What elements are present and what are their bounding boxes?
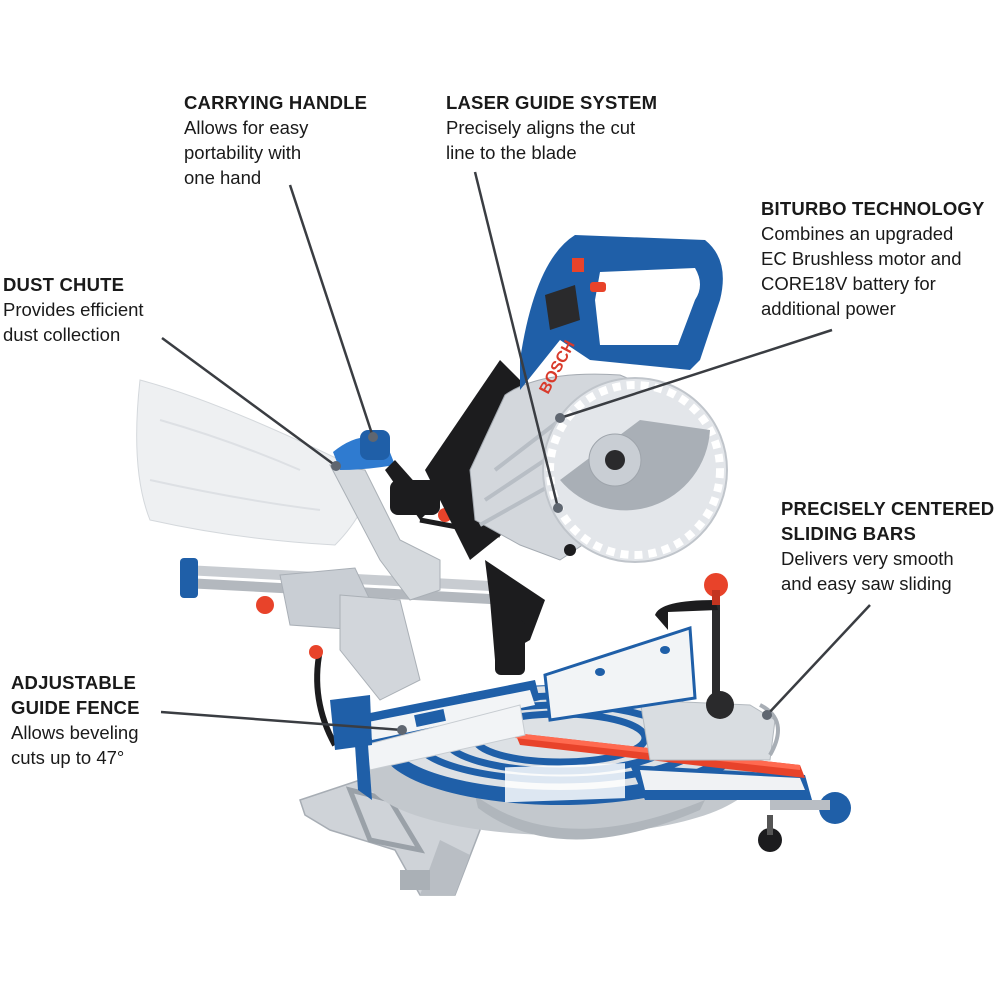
callout-title: LASER GUIDE SYSTEM [446, 92, 658, 113]
callout-description: Precisely aligns the cut line to the bla… [446, 117, 636, 163]
callout-title: CARRYING HANDLE [184, 92, 368, 113]
leader-line-sliding-bars [766, 604, 871, 716]
callout-description: Allows beveling cuts up to 47° [11, 722, 139, 768]
callout-title: ADJUSTABLE GUIDE FENCE [11, 672, 140, 718]
callout-laser-guide-system: LASER GUIDE SYSTEM Precisely aligns the … [446, 90, 657, 165]
callout-title: DUST CHUTE [3, 274, 125, 295]
leader-line-laser-guide [473, 171, 560, 509]
dust-bag [136, 379, 371, 546]
guide-fence [355, 625, 697, 800]
leader-line-dust-chute [161, 336, 337, 468]
leader-line-guide-fence [160, 710, 403, 732]
callout-dust-chute: DUST CHUTE Provides efficient dust colle… [3, 272, 144, 347]
callout-description: Delivers very smooth and easy saw slidin… [781, 548, 954, 594]
saw-head: BOSCH [425, 235, 728, 563]
leader-dot-guide-fence [397, 725, 407, 735]
leader-dot-carrying-handle [368, 432, 378, 442]
callout-description: Allows for easy portability with one han… [184, 117, 309, 188]
callout-guide-fence: ADJUSTABLE GUIDE FENCE Allows beveling c… [11, 670, 140, 770]
callout-carrying-handle: CARRYING HANDLE Allows for easy portabil… [184, 90, 367, 190]
leader-dot-laser-guide [553, 503, 563, 513]
callout-sliding-bars: PRECISELY CENTERED SLIDING BARS Delivers… [781, 496, 994, 596]
leader-dot-dust-chute [331, 461, 341, 471]
leader-dot-sliding-bars [762, 710, 772, 720]
callout-title: PRECISELY CENTERED SLIDING BARS [781, 498, 995, 544]
callout-description: Provides efficient dust collection [3, 299, 144, 345]
callout-biturbo-technology: BITURBO TECHNOLOGY Combines an upgraded … [761, 196, 985, 321]
leader-line-biturbo [559, 328, 833, 420]
callout-title: BITURBO TECHNOLOGY [761, 198, 985, 219]
callout-description: Combines an upgraded EC Brushless motor … [761, 223, 962, 319]
saw-base [299, 573, 851, 896]
leader-dot-biturbo [555, 413, 565, 423]
leader-line-carrying-handle [288, 184, 375, 438]
leader-lines [160, 171, 871, 735]
